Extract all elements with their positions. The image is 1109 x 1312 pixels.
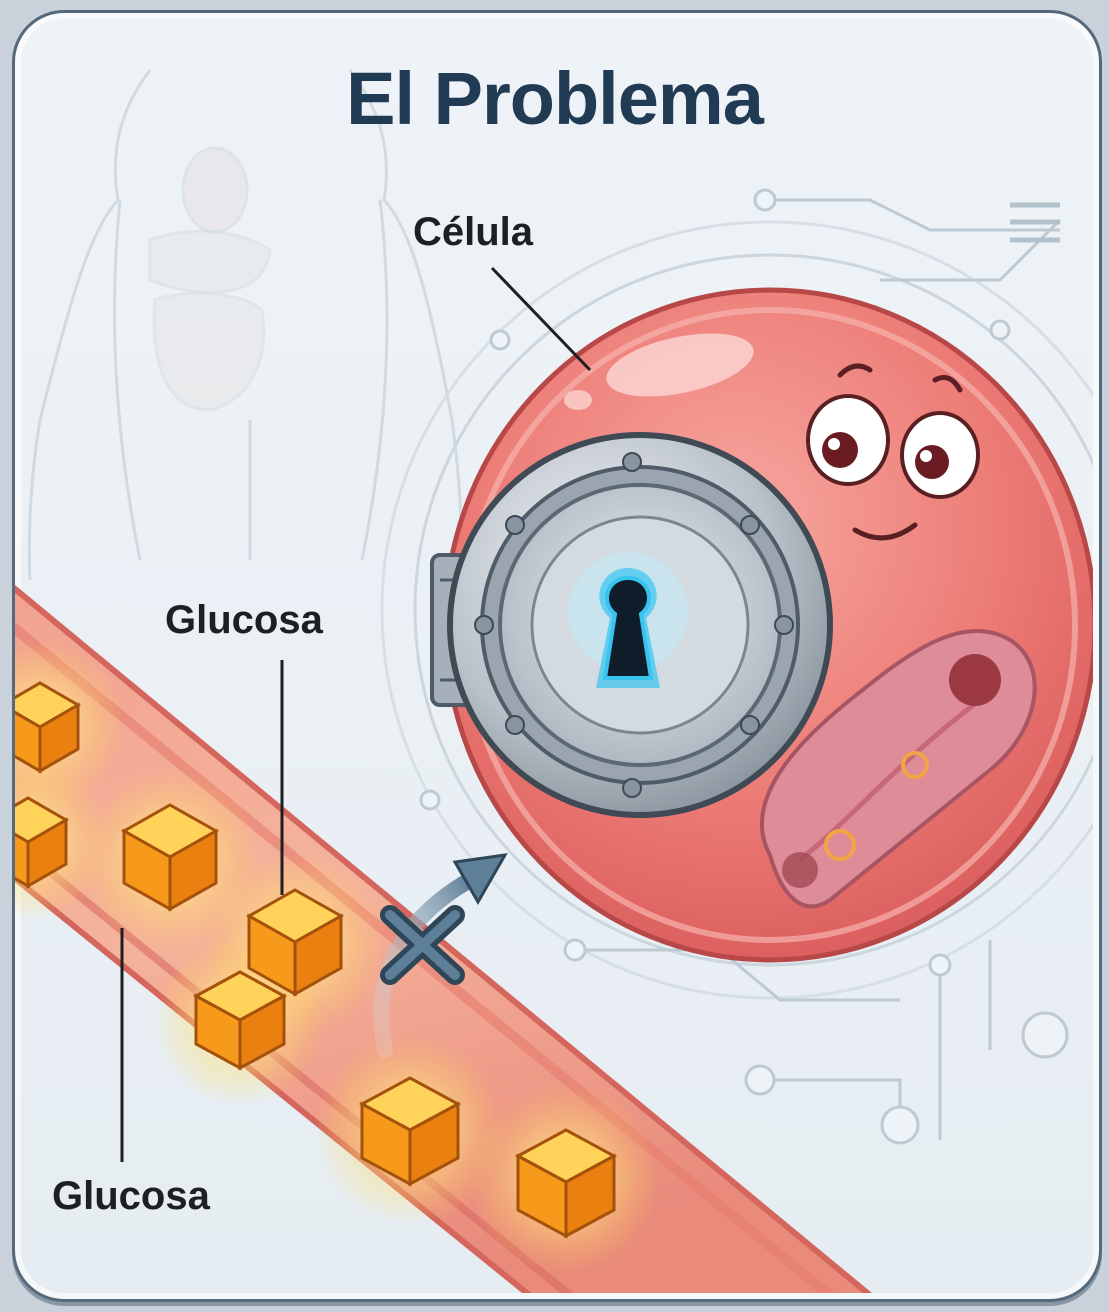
cell-label: Célula <box>413 210 533 255</box>
glucose-label-lower: Glucosa <box>52 1174 210 1219</box>
glucose-label-upper: Glucosa <box>165 598 323 643</box>
page-title: El Problema <box>0 56 1109 141</box>
